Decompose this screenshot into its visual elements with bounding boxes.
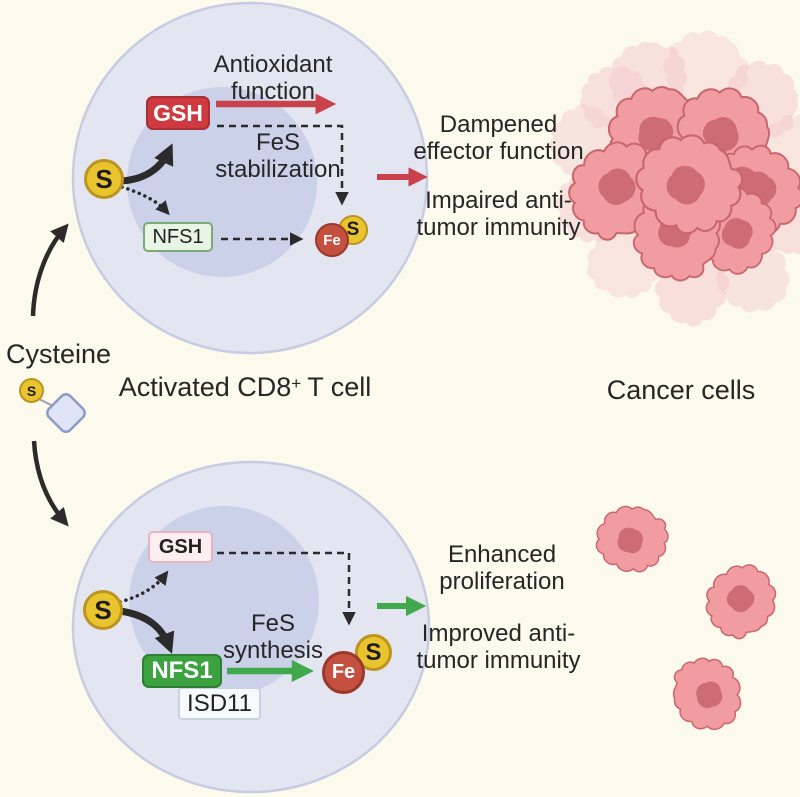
cancer-cell <box>588 497 676 582</box>
nfs1-box-top: NFS1 <box>143 222 213 252</box>
iron-chip-bottom: Fe <box>322 651 365 694</box>
cysteine-molecule-diamond <box>46 393 86 433</box>
fes-synthesis-label: FeS synthesis <box>222 610 324 665</box>
dotted-arrow-s-to-nfs1-top <box>120 185 170 216</box>
cancer-cells-label: Cancer cells <box>606 375 756 405</box>
dampened-effector-label: Dampened effector function <box>413 111 584 166</box>
dashed-gsh-to-fes-top <box>217 124 349 206</box>
cancer-cell <box>668 653 746 736</box>
arrow-s-to-gsh-top <box>119 143 174 185</box>
impaired-immunity-label: Impaired anti- tumor immunity <box>416 187 581 242</box>
fes-sulfur-chip-bottom: S <box>355 634 392 671</box>
gsh-box-bottom: GSH <box>148 531 213 563</box>
sulfur-chip-bottom: S <box>83 590 123 630</box>
cysteine-sulfur-chip: S <box>19 378 44 403</box>
nfs1-box-bottom: NFS1 <box>142 654 222 688</box>
arrow-cysteine-to-top-cell <box>30 223 69 317</box>
arrow-cysteine-to-bottom-cell <box>31 440 69 527</box>
dotted-arrow-s-to-gsh-bottom <box>118 570 169 604</box>
iron-chip-top: Fe <box>315 223 349 257</box>
cancer-cell <box>692 552 790 650</box>
enhanced-proliferation-label: Enhanced proliferation <box>439 541 565 596</box>
improved-immunity-label: Improved anti- tumor immunity <box>416 620 581 675</box>
isd11-box: ISD11 <box>178 687 261 720</box>
scattered-cancer-cells <box>588 497 790 736</box>
activated-t-cell-label: Activated CD8+T cell <box>118 372 372 402</box>
tumor-cluster <box>536 13 800 339</box>
antioxidant-function-label: Antioxidant function <box>213 51 333 106</box>
sulfur-chip-top: S <box>84 159 124 199</box>
cysteine-bond-line <box>38 398 54 407</box>
cysteine-label: Cysteine <box>6 339 112 369</box>
arrow-s-to-nfs1-bottom <box>119 607 175 654</box>
gsh-box-top: GSH <box>146 96 210 130</box>
fes-stabilization-label: FeS stabilization <box>215 129 341 184</box>
dashed-gsh-to-fes-bottom <box>217 551 356 626</box>
